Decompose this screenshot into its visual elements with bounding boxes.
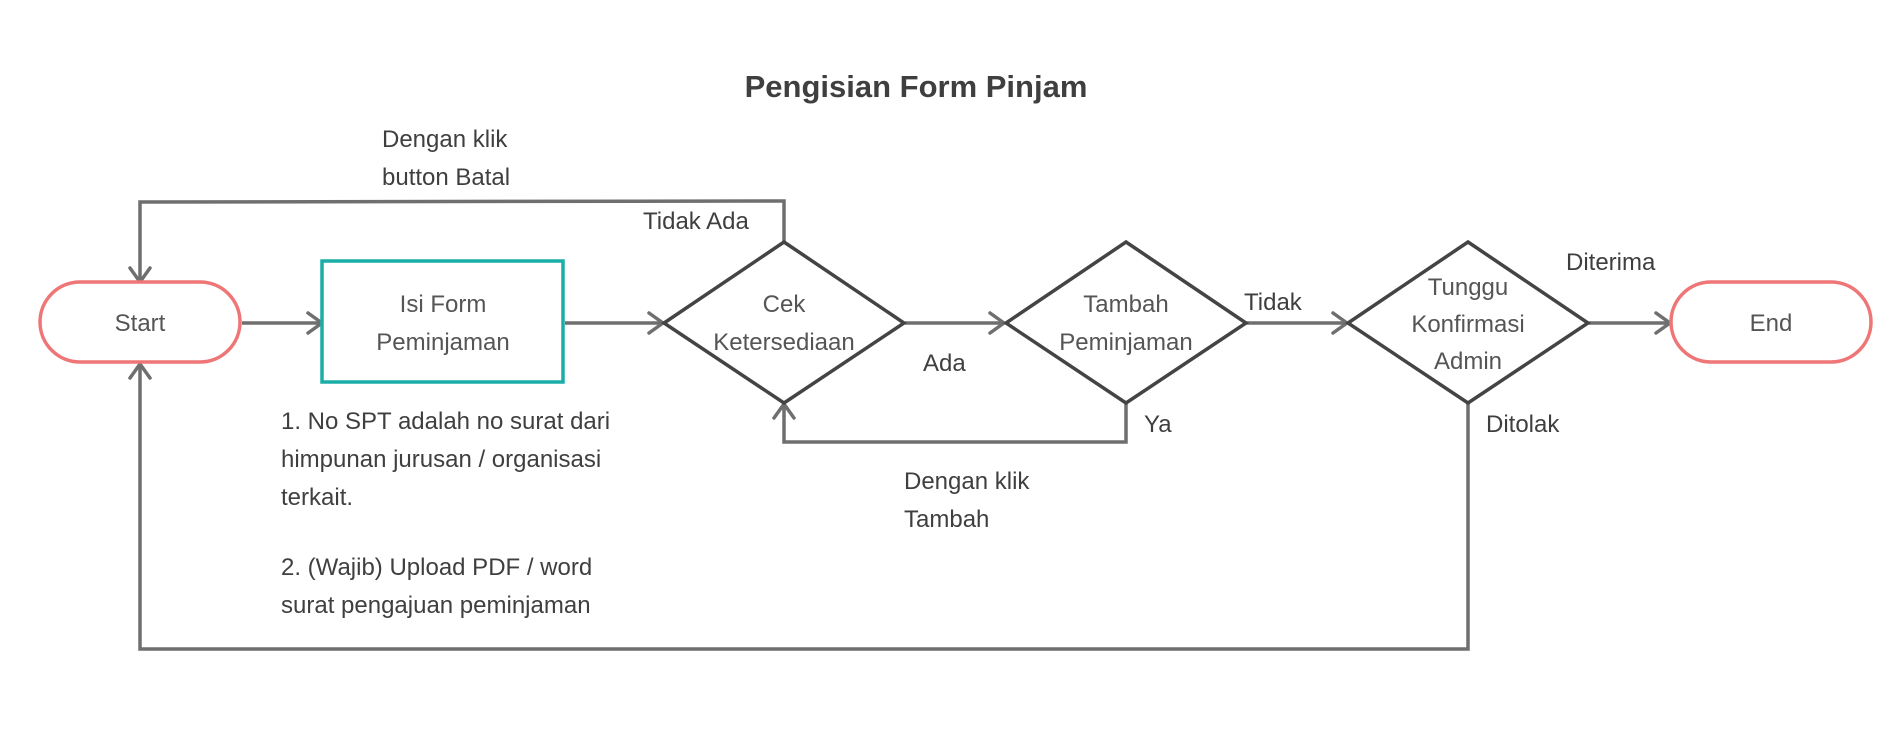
tunggu-decision-shape xyxy=(1344,239,1592,406)
isi-form-node: Isi Form Peminjaman xyxy=(320,259,565,384)
note-line-4: 2. (Wajib) Upload PDF / word xyxy=(281,554,592,581)
end-label: End xyxy=(1750,310,1793,337)
tambah-label-line1: Tambah xyxy=(1083,291,1168,318)
edge-label-batal-line1: Dengan klik xyxy=(382,126,508,153)
end-terminal-shape xyxy=(1669,280,1873,364)
connector-cek-to-start-batal xyxy=(138,199,786,282)
connector-tambah-to-cek-ya xyxy=(782,402,1128,444)
edge-label-klik-tambah-line1: Dengan klik xyxy=(904,468,1030,495)
cek-ketersediaan-node: Cek Ketersediaan xyxy=(660,239,908,406)
start-label: Start xyxy=(115,310,166,337)
isi-form-process-shape xyxy=(320,259,565,384)
tambah-peminjaman-node: Tambah Peminjaman xyxy=(1002,239,1250,406)
diagram-title: Pengisian Form Pinjam xyxy=(745,69,1088,104)
isi-form-label-line2: Peminjaman xyxy=(376,329,509,356)
isi-form-label-line1: Isi Form xyxy=(400,291,487,318)
tambah-label-line2: Peminjaman xyxy=(1059,329,1192,356)
arrowhead-ditolak-to-start xyxy=(128,362,152,380)
connector-tunggu-to-start-ditolak xyxy=(138,364,1470,651)
start-node: Start xyxy=(38,280,242,364)
edge-label-ditolak: Ditolak xyxy=(1486,411,1560,438)
note-line-2: himpunan jurusan / organisasi xyxy=(281,446,601,473)
edge-label-tidak: Tidak xyxy=(1244,289,1303,316)
tunggu-label-line3: Admin xyxy=(1434,348,1502,375)
edge-label-ada: Ada xyxy=(923,350,966,377)
note-line-3: terkait. xyxy=(281,484,353,511)
start-terminal-shape xyxy=(38,280,242,364)
edge-label-klik-tambah-line2: Tambah xyxy=(904,506,989,533)
edge-label-ya: Ya xyxy=(1144,411,1172,438)
cek-decision-shape xyxy=(660,239,908,406)
tunggu-label-line2: Konfirmasi xyxy=(1411,311,1524,338)
cek-label-line1: Cek xyxy=(763,291,807,318)
tunggu-konfirmasi-node: Tunggu Konfirmasi Admin xyxy=(1344,239,1592,406)
note-line-1: 1. No SPT adalah no surat dari xyxy=(281,408,610,435)
note-line-5: surat pengajuan peminjaman xyxy=(281,592,591,619)
tambah-decision-shape xyxy=(1002,239,1250,406)
cek-label-line2: Ketersediaan xyxy=(713,329,854,356)
edge-label-diterima: Diterima xyxy=(1566,249,1656,276)
edge-label-tidak-ada: Tidak Ada xyxy=(643,208,749,235)
form-notes: 1. No SPT adalah no surat dari himpunan … xyxy=(281,408,610,619)
end-node: End xyxy=(1669,280,1873,364)
tunggu-label-line1: Tunggu xyxy=(1428,274,1509,301)
edge-label-batal-line2: button Batal xyxy=(382,164,510,191)
